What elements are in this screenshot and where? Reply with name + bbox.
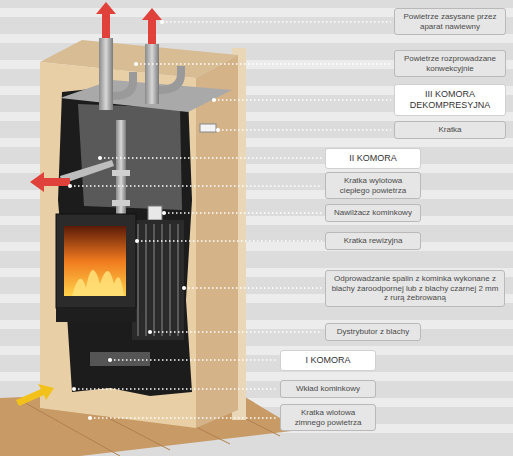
callout-box: Odprowadzanie spalin z kominka wykonane …: [325, 270, 505, 307]
chamber-label: II KOMORA: [325, 148, 421, 169]
chamber-label: I KOMORA: [280, 350, 376, 371]
callout-text: II KOMORA: [330, 153, 416, 164]
callout-box: Kratka: [394, 121, 506, 139]
callout-box: Kratka wylotowa ciepłego powietrza: [325, 172, 421, 199]
callout-box: Kratka wlotowa zimnego powietrza: [280, 404, 376, 431]
callout-text: Odprowadzanie spalin z kominka wykonane …: [330, 274, 500, 303]
callout-text: Dystrybutor z blachy: [330, 327, 416, 337]
chamber-label: III KOMORA DEKOMPRESYJNA: [394, 84, 506, 116]
callout-text: Kratka rewizyjna: [330, 236, 416, 246]
callout-text: Kratka: [399, 125, 501, 135]
callout-text: Kratka wlotowa zimnego powietrza: [285, 408, 371, 427]
callout-text: Kratka wylotowa ciepłego powietrza: [330, 176, 416, 195]
callout-text: Powietrze zasysane przez aparat nawiewny: [399, 12, 501, 31]
callout-text: Powietrze rozprowadzane konwekcyjnie: [399, 54, 501, 73]
callout-box: Nawilżacz kominkowy: [325, 204, 421, 222]
callout-text: Nawilżacz kominkowy: [330, 208, 416, 218]
callout-box: Powietrze rozprowadzane konwekcyjnie: [394, 50, 506, 77]
callout-box: Wkład kominkowy: [280, 380, 376, 398]
callout-text: Wkład kominkowy: [285, 384, 371, 394]
callout-box: Dystrybutor z blachy: [325, 323, 421, 341]
callout-box: Powietrze zasysane przez aparat nawiewny: [394, 8, 506, 35]
callout-box: Kratka rewizyjna: [325, 232, 421, 250]
callout-text: III KOMORA DEKOMPRESYJNA: [399, 89, 501, 111]
callout-text: I KOMORA: [285, 355, 371, 366]
